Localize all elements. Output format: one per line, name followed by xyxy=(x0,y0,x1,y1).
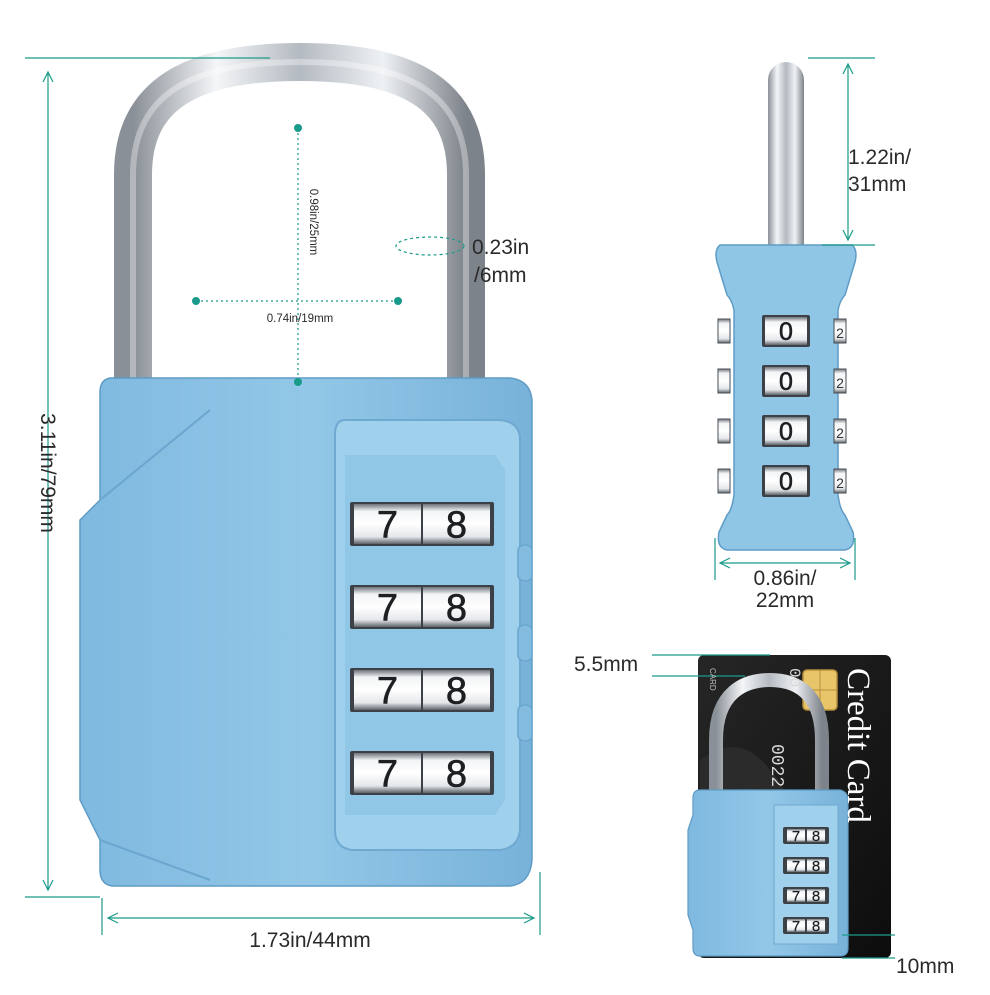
card-number-fragment: 0022 xyxy=(766,744,786,787)
card-dial-digit: 8 xyxy=(812,918,820,935)
main-dial-wheel[interactable] xyxy=(423,753,490,793)
main-dial-wheel[interactable] xyxy=(354,587,421,627)
card-dial-digit: 8 xyxy=(812,888,820,905)
card-dial-wheel[interactable] xyxy=(787,919,805,932)
main-dial-digit: 7 xyxy=(377,588,398,630)
side-wheel-edge-right xyxy=(833,418,847,444)
height-label: 3.11in/79mm xyxy=(36,413,59,533)
card-lock-shackle xyxy=(709,672,829,800)
main-dial-digit: 8 xyxy=(446,754,467,796)
side-wheel-edge-right xyxy=(833,468,847,494)
side-dial-digit: 0 xyxy=(779,418,793,446)
side-shackle-height-label-1: 1.22in/ xyxy=(848,146,912,169)
card-dial-wheel[interactable] xyxy=(807,859,825,872)
side-edge-digit: 2 xyxy=(836,375,844,391)
shackle-diameter-label-1: 0.23in xyxy=(472,236,530,259)
side-shackle-height-label-2: 31mm xyxy=(848,173,907,196)
shackle-diameter-label-2: /6mm xyxy=(474,264,527,287)
side-body-width-label-1: 0.86in/ xyxy=(753,567,817,590)
side-edge-digit: 2 xyxy=(836,475,844,491)
side-wheel-edge-left xyxy=(717,368,731,394)
card-small-text: CARD xyxy=(708,668,717,691)
side-wheel-edge-right xyxy=(833,368,847,394)
card-thickness-label: 5.5mm xyxy=(574,653,639,676)
side-wheel-edge-right xyxy=(833,318,847,344)
main-dial-digit: 7 xyxy=(377,671,398,713)
card-dial-digit: 8 xyxy=(812,828,820,845)
side-shackle xyxy=(768,62,804,262)
shackle-inner-width-label: 0.74in/19mm xyxy=(266,313,334,325)
card-title-text: Credit Card xyxy=(840,668,876,823)
card-dial-digit: 8 xyxy=(812,858,820,875)
width-label: 1.73in/44mm xyxy=(249,929,371,952)
side-dial-wheel[interactable] xyxy=(765,467,807,495)
side-dial-digit: 0 xyxy=(779,318,793,346)
side-wheel-edge-left xyxy=(717,468,731,494)
card-number-fragment-2: 00 xyxy=(785,668,803,687)
main-dial-digit: 7 xyxy=(377,505,398,547)
card-dial-wheel[interactable] xyxy=(787,859,805,872)
main-dial-wheel[interactable] xyxy=(423,670,490,710)
main-shackle xyxy=(114,42,485,385)
main-dial-wheel[interactable] xyxy=(354,753,421,793)
card-dial-wheel[interactable] xyxy=(787,829,805,842)
main-measure-dots xyxy=(192,124,402,386)
main-dial-digit: 8 xyxy=(446,671,467,713)
card-dial-digit: 7 xyxy=(792,888,800,905)
main-dial-digit: 7 xyxy=(377,754,398,796)
side-dial-wheel[interactable] xyxy=(765,417,807,445)
main-measure-lines xyxy=(25,57,541,935)
main-dial-wheel[interactable] xyxy=(423,504,490,544)
side-edge-digit: 2 xyxy=(836,425,844,441)
side-dial-digit: 0 xyxy=(779,468,793,496)
card-dial-digit: 7 xyxy=(792,858,800,875)
side-wheel-edge-left xyxy=(717,318,731,344)
side-dial-wheel[interactable] xyxy=(765,367,807,395)
card-dial-wheel[interactable] xyxy=(807,829,825,842)
card-dial-digit: 7 xyxy=(792,828,800,845)
shackle-inner-height-label: 0.98in/25mm xyxy=(307,188,319,256)
side-dial-digit: 0 xyxy=(779,368,793,396)
card-dial-digit: 7 xyxy=(792,918,800,935)
card-dial-wheel[interactable] xyxy=(807,889,825,902)
side-measure-lines xyxy=(714,57,875,580)
main-dial-digit: 8 xyxy=(446,588,467,630)
card-dial-wheel[interactable] xyxy=(787,889,805,902)
side-edge-digit: 2 xyxy=(836,325,844,341)
side-dial-wheel[interactable] xyxy=(765,317,807,345)
lock-thickness-label: 10mm xyxy=(896,955,955,978)
main-dial-wheel[interactable] xyxy=(354,670,421,710)
main-dial-wheel[interactable] xyxy=(354,504,421,544)
main-dial-wheel[interactable] xyxy=(423,587,490,627)
main-dial-digit: 8 xyxy=(446,505,467,547)
side-body-width-label-2: 22mm xyxy=(755,589,815,612)
card-measure-lines xyxy=(652,654,895,959)
side-wheel-edge-left xyxy=(717,418,731,444)
card-dial-wheel[interactable] xyxy=(807,919,825,932)
side-body xyxy=(715,244,857,551)
